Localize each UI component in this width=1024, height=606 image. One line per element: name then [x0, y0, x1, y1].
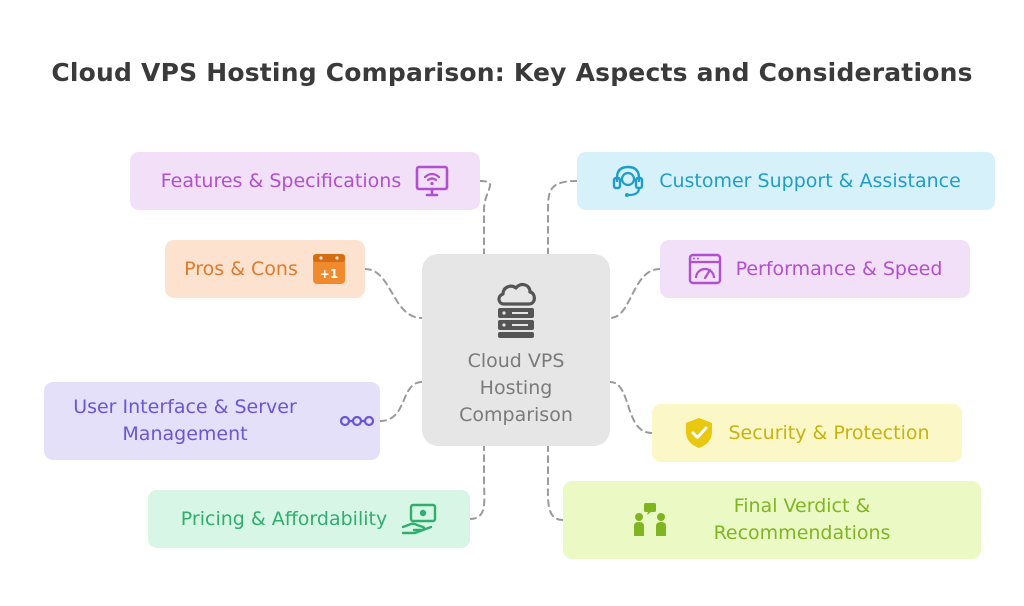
node-label: Pros & Cons: [184, 258, 298, 280]
hand-money-icon: [401, 503, 437, 535]
node-pros-cons: Pros & Cons +1: [165, 240, 365, 298]
node-label: User Interface & Server Management: [73, 396, 297, 445]
node-performance-speed: Performance & Speed: [660, 240, 970, 298]
node-label: Features & Specifications: [160, 170, 402, 192]
cloud-server-icon: [492, 280, 540, 338]
node-security-protection: Security & Protection: [652, 404, 962, 462]
speedometer-icon: [688, 253, 722, 285]
node-features-specifications: Features & Specifications: [130, 152, 480, 210]
diagram-title: Cloud VPS Hosting Comparison: Key Aspect…: [51, 58, 973, 87]
connector-security: [609, 381, 653, 434]
node-pricing-affordability: Pricing & Affordability: [148, 490, 470, 548]
people-discussion-icon: [632, 502, 668, 538]
node-label: Performance & Speed: [735, 258, 943, 280]
headset-icon: [611, 164, 645, 198]
node-user-interface-server-management: User Interface & Server Management: [44, 382, 380, 460]
node-label: Security & Protection: [728, 422, 930, 444]
node-label: Customer Support & Assistance: [659, 170, 961, 192]
svg-text:+1: +1: [320, 267, 338, 281]
central-topic: Cloud VPS Hosting Comparison: [422, 254, 610, 446]
connector-features: [479, 180, 492, 255]
connector-verdict: [546, 445, 564, 521]
node-label: Final Verdict & Recommendations: [713, 495, 891, 544]
connector-performance: [609, 268, 661, 319]
node-label: Pricing & Affordability: [180, 508, 388, 530]
connector-pros: [364, 268, 423, 319]
central-topic-label: Cloud VPS Hosting Comparison: [459, 350, 573, 426]
node-final-verdict-recommendations: Final Verdict & Recommendations: [563, 481, 981, 559]
connector-ui: [379, 381, 423, 422]
connector-support: [547, 180, 578, 255]
connected-nodes-icon: [340, 414, 374, 428]
connector-pricing: [469, 445, 486, 520]
monitor-wifi-icon: [415, 165, 449, 197]
plus-one-icon: +1: [312, 253, 346, 285]
node-customer-support-assistance: Customer Support & Assistance: [577, 152, 995, 210]
shield-check-icon: [684, 417, 714, 449]
